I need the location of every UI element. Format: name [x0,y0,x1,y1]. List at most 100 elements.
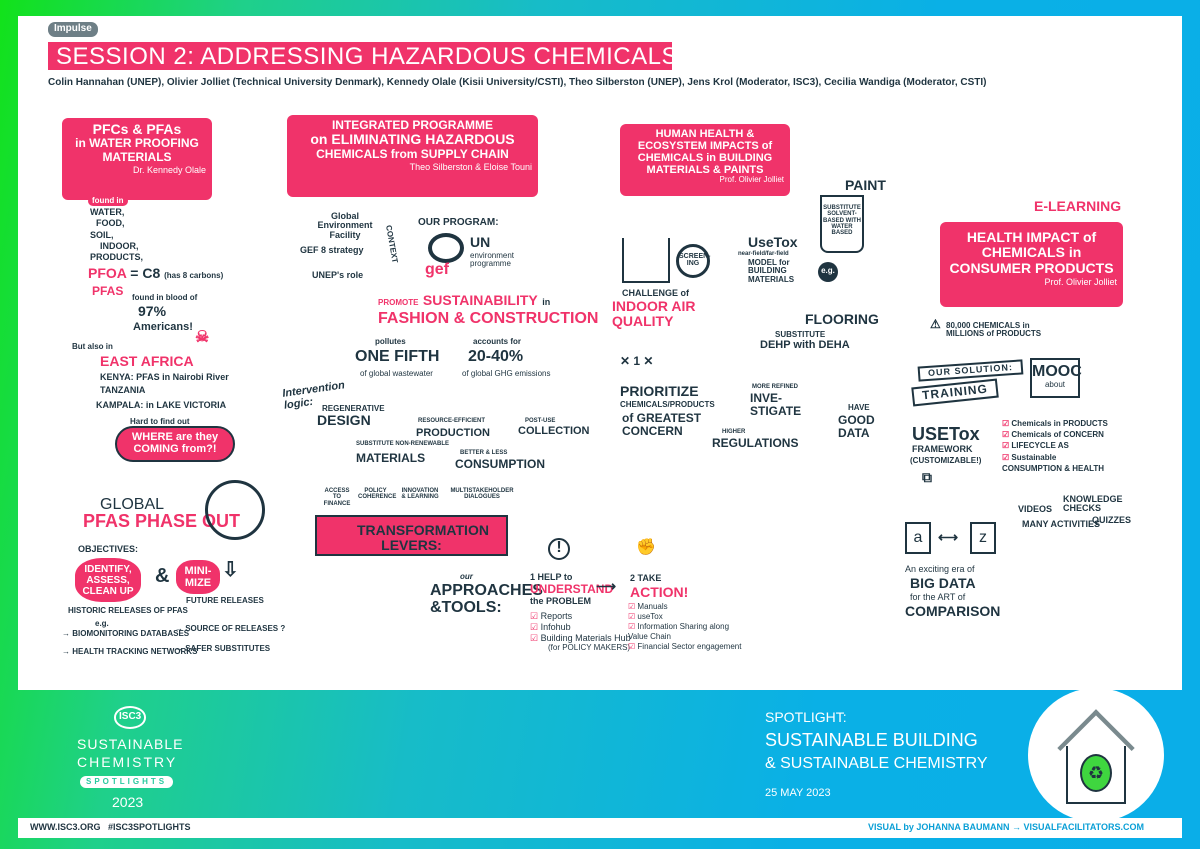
indoor-air-quality: INDOOR AIR QUALITY [612,298,696,329]
eg-circle: e.g. [818,262,838,282]
transformation-levers-bar: TRANSFORMATION LEVERS: [315,515,508,556]
eg: e.g. [95,619,109,628]
prio-sub: CHEMICALS/PRODUCTS [620,400,715,409]
step2-list: Manuals useTox Information Sharing along… [628,602,741,652]
pct-97: 97% [138,303,167,319]
year: 2023 [112,794,144,810]
s2-title-line: on ELIMINATING HAZARDOUS [310,131,515,148]
isc3-logo: ISC3 [114,706,147,729]
logic-small: POST-USE [525,418,556,424]
double-arrow-icon: ⟷ [938,529,959,545]
big-data: BIG DATA [910,575,976,591]
credit[interactable]: VISUAL by JOHANNA BAUMANN → VISUALFACILI… [868,822,1145,832]
lever-policy: POLICY COHERENCE [358,488,397,501]
check-item: Sustainable CONSUMPTION & HEALTH [1002,452,1117,474]
spotlight-label: SPOTLIGHT: [765,709,847,725]
spotlight-topic: SUSTAINABLE BUILDING [765,730,978,750]
usetox-sub: near-field/far-field [738,251,789,257]
fashion-construction: FASHION & CONSTRUCTION [378,310,599,327]
era: An exciting era of [905,564,975,574]
higher: HIGHER [722,429,746,435]
challenge-of: CHALLENGE of [622,288,689,298]
footer-links[interactable]: WWW.ISC3.ORG #ISC3SPOTLIGHTS [30,822,191,832]
step2: 2 TAKE [630,573,662,583]
comparison: COMPARISON [905,603,1001,619]
impulse-badge: Impulse [48,22,98,37]
footer-strip [18,818,1182,838]
warning-icon: ⚠ [930,317,941,331]
kenya: KENYA: PFAS in Nairobi River [100,372,229,382]
check-item: Reports [530,611,631,622]
ampersand: & [155,565,170,587]
east-africa: EAST AFRICA [100,353,194,369]
promote: PROMOTE [378,298,419,307]
check-item: Infohub [530,622,631,633]
logic-small: REGENERATIVE [322,404,385,413]
source-of-releases: → SOURCE OF RELEASES ? [175,624,286,633]
logic-small: SUBSTITUTE NON-RENEWABLE [356,441,449,447]
step2-action: ACTION! [630,584,689,600]
spotlights-pill: SPOTLIGHTS [80,776,174,789]
person-alert-icon: ! [548,538,570,560]
health-tracking: → HEALTH TRACKING NETWORKS [62,647,198,656]
s4-title-line: CONSUMER PRODUCTS [949,259,1114,276]
mooc-label: MOOC [1032,363,1082,380]
usetox-model: MODEL for BUILDING MATERIALS [748,258,795,284]
fist-leaf-icon: ✊ [636,539,656,556]
wastewater: of global wastewater [360,369,433,378]
pfas-phase-out: PFAS PHASE OUT [83,511,241,531]
puzzle-icon: ⧉ [922,469,932,485]
logic-production: PRODUCTION [416,427,490,439]
s3-title-line: ECOSYSTEM IMPACTS of [637,140,773,153]
context-gef: Global Environment Facility [317,211,373,240]
house-body-icon [1066,746,1126,804]
s4-title-line: CHEMICALS in [981,244,1082,261]
s4-checklist: Chemicals in PRODUCTS Chemicals of CONCE… [1002,418,1117,474]
our-program: OUR PROGRAM: [418,217,499,228]
s2-title-line: CHEMICALS from SUPPLY CHAIN [316,146,509,161]
quizzes: QUIZZES [1092,515,1132,525]
step1-note: (for POLICY MAKERS) [548,643,631,653]
context-gef8: GEF 8 strategy [300,245,364,255]
check-item: LIFECYCLE AS [1002,440,1117,451]
lever-dialogues: MULTISTAKEHOLDER DIALOGUES [450,488,514,501]
art-of: for the ART of [910,592,966,602]
range-20-40: 20-40% [468,348,524,365]
future-releases: FUTURE RELEASES [186,596,264,605]
skull-icon: ☠ [195,329,210,346]
good-data: GOOD DATA [838,413,875,440]
substitute-label: SUBSTITUTE [775,330,826,339]
dehp-deha: DEHP with DEHA [760,339,850,351]
lever-innovation: INNOVATION & LEARNING [401,488,439,501]
s3-title-line: MATERIALS & PAINTS [646,164,764,177]
our-label: our [460,572,473,581]
usetox-label: UseTox [748,234,798,250]
regulations: REGULATIONS [712,436,799,450]
found-list: WATER, FOOD, SOIL, INDOOR, PRODUCTS, [90,207,143,263]
check-item: Chemicals of CONCERN [1002,429,1117,440]
speakers-line: Colin Hannahan (UNEP), Olivier Jolliet (… [48,77,987,88]
hard-to-find: Hard to find out [130,417,190,426]
investigate: INVE-STIGATE [750,391,802,418]
where-bubble: WHERE are they COMING from?! [115,426,235,462]
s1-title-box: PFCs & PFAs in WATER PROOFING MATERIALS … [62,118,212,200]
screening-magnifier: SCREEN-ING [676,244,711,278]
found-in-pill: found in [88,196,128,207]
s2-title-line: INTEGRATED PROGRAMME [331,118,494,132]
logic-collection: COLLECTION [518,425,590,437]
accounts-for: accounts for [473,337,522,346]
step1-list: Reports Infohub Building Materials Hub (… [530,611,631,653]
s3-speaker: Prof. Olivier Jolliet [719,175,784,185]
s4-title-box: HEALTH IMPACT of CHEMICALS in CONSUMER P… [940,222,1123,307]
globe-icon [205,480,265,540]
safer-substitutes: → SAFER SUBSTITUTES [175,644,271,653]
context-unep: UNEP's role [312,270,364,280]
pfoa-label: PFOA [88,265,127,281]
usetox-big: USETox [912,424,980,444]
check-item: Information Sharing along Value Chain [628,622,738,642]
s3-title-box: HUMAN HEALTH & ECOSYSTEM IMPACTS of CHEM… [620,124,790,196]
logic-consumption: CONSUMPTION [455,457,545,471]
lever-finance: ACCESS TO FINANCE [323,488,351,507]
mooc-board: MOOC about [1030,358,1082,398]
e-learning: E-LEARNING [1034,198,1122,214]
